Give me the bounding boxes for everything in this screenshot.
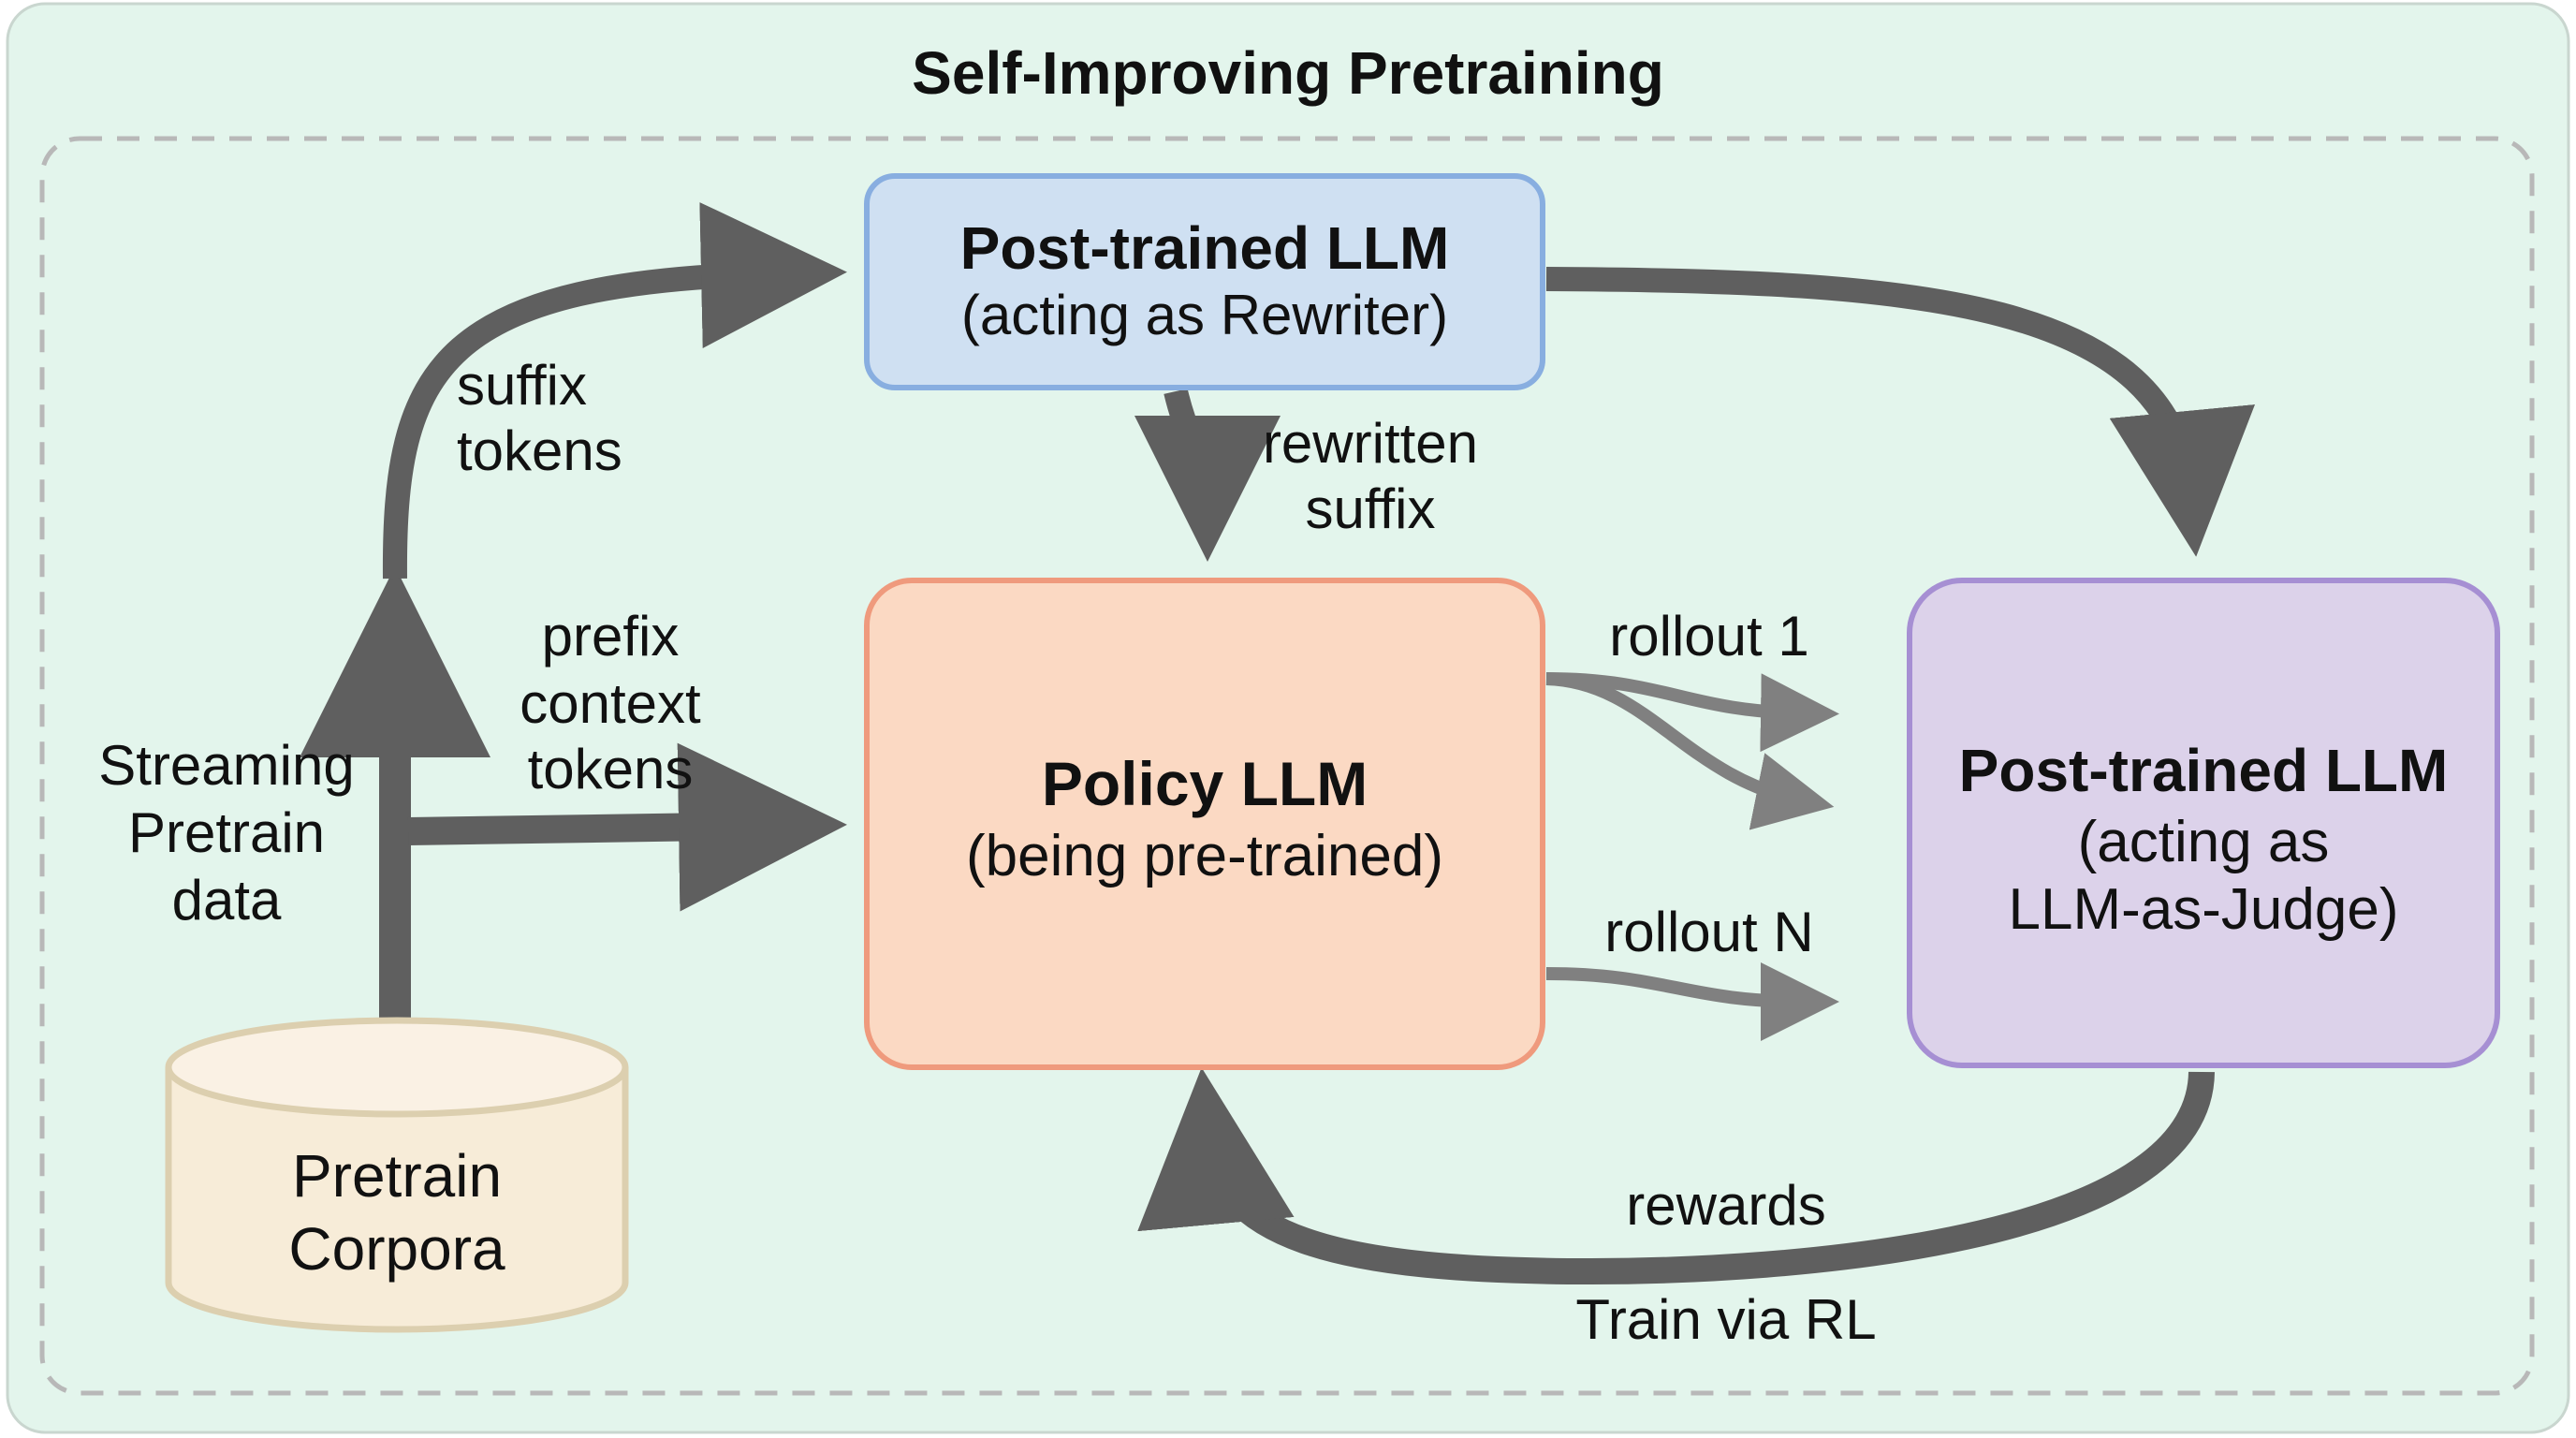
streaming-label-1: Streaming bbox=[98, 734, 354, 797]
suffix-tokens-label-2: tokens bbox=[457, 419, 622, 482]
streaming-label-3: data bbox=[172, 869, 282, 932]
streaming-label-2: Pretrain bbox=[128, 801, 325, 864]
rewards-arrow bbox=[1137, 1067, 2215, 1285]
rollout-1-arrow-b bbox=[1545, 672, 1835, 830]
rewards-label: rewards bbox=[1626, 1174, 1825, 1237]
suffix-tokens-arrow bbox=[382, 202, 847, 580]
rewritten-suffix-label-2: suffix bbox=[1306, 477, 1436, 540]
prefix-context-arrow bbox=[407, 742, 847, 912]
rewritten-suffix-label-1: rewritten bbox=[1263, 412, 1478, 475]
judge-node[interactable]: Post-trained LLM (acting as LLM-as-Judge… bbox=[1907, 578, 2500, 1068]
prefix-label-1: prefix bbox=[542, 605, 680, 668]
rewriter-title: Post-trained LLM bbox=[960, 214, 1450, 282]
judge-title: Post-trained LLM bbox=[1959, 737, 2449, 804]
diagram-title: Self-Improving Pretraining bbox=[912, 39, 1664, 107]
prefix-label-2: context bbox=[520, 672, 701, 735]
train-via-rl-label: Train via RL bbox=[1575, 1288, 1876, 1351]
rollout-n-arrow bbox=[1545, 961, 1839, 1041]
corpora-line2: Corpora bbox=[288, 1215, 505, 1283]
judge-subtitle-line1: (acting as bbox=[2078, 810, 2330, 874]
policy-subtitle: (being pre-trained) bbox=[966, 824, 1443, 888]
policy-node[interactable]: Policy LLM (being pre-trained) bbox=[864, 578, 1545, 1070]
judge-subtitle-line2: LLM-as-Judge) bbox=[2009, 877, 2399, 942]
corpora-node[interactable]: Pretrain Corpora bbox=[165, 1017, 629, 1333]
policy-title: Policy LLM bbox=[1042, 749, 1368, 818]
rollout-1-label: rollout 1 bbox=[1609, 605, 1808, 668]
suffix-tokens-label-1: suffix bbox=[457, 354, 587, 417]
rewriter-to-judge-arrow bbox=[1545, 267, 2255, 557]
rollout-n-label: rollout N bbox=[1604, 901, 1813, 963]
prefix-label-3: tokens bbox=[528, 738, 694, 800]
rewriter-node[interactable]: Post-trained LLM (acting as Rewriter) bbox=[864, 173, 1545, 390]
rewritten-suffix-arrow bbox=[1134, 388, 1281, 562]
corpora-line1: Pretrain bbox=[292, 1142, 502, 1210]
dashed-frame bbox=[39, 136, 2535, 1396]
rewriter-subtitle: (acting as Rewriter) bbox=[961, 284, 1448, 346]
